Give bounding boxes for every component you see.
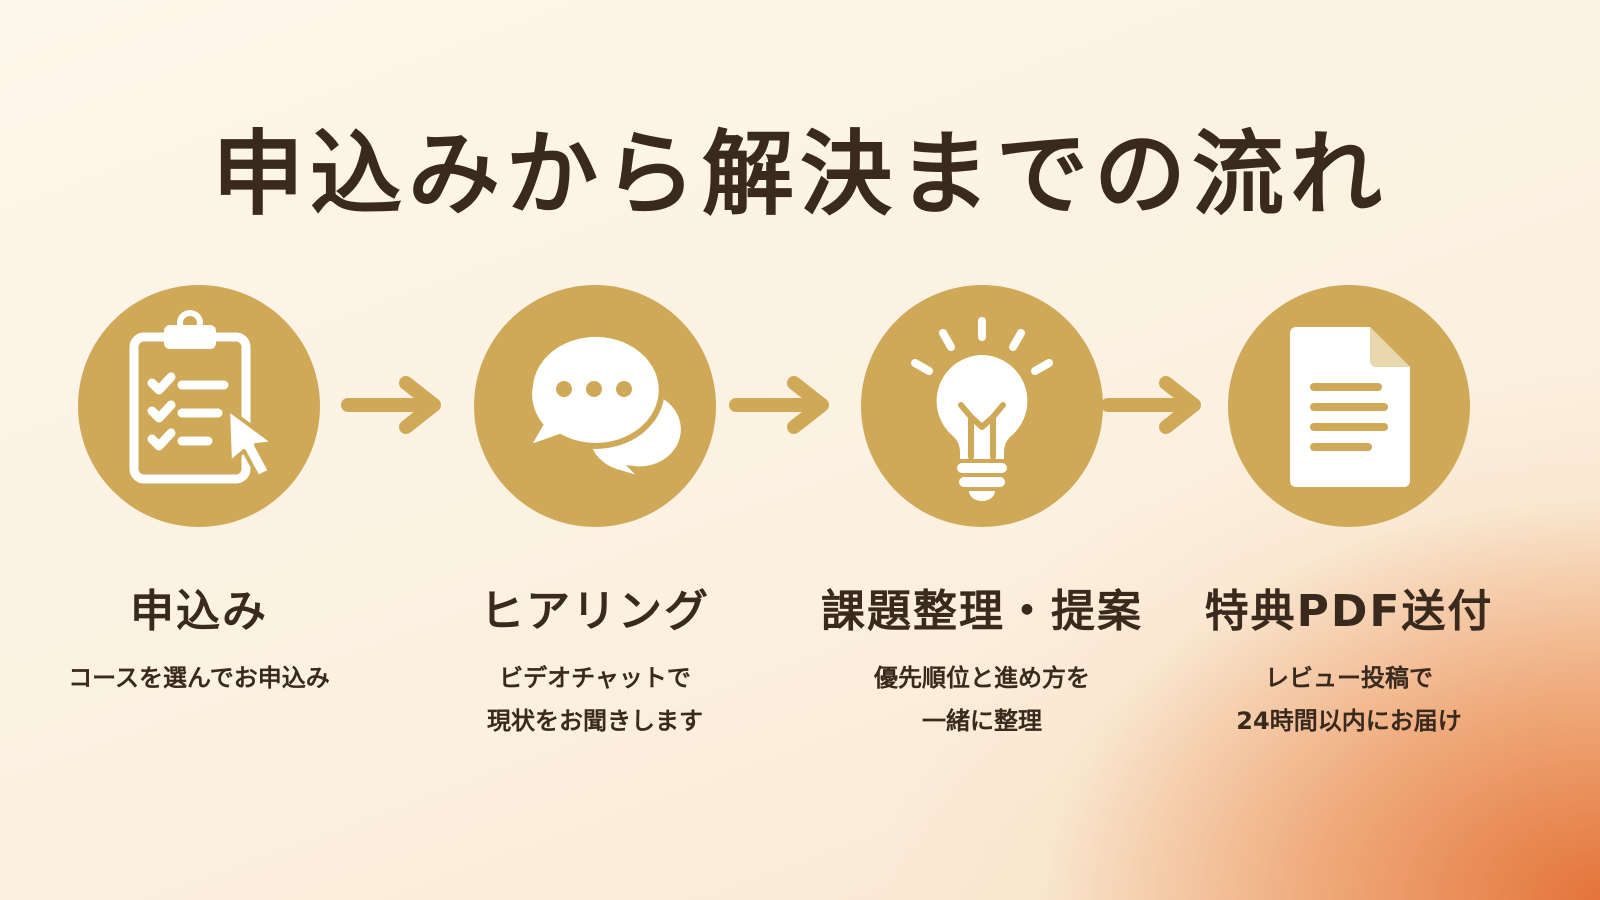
light-bulb-icon [911, 317, 1053, 501]
step-apply: 申込み コースを選んでお申込み [9, 285, 389, 700]
step-description: レビュー投稿で 24時間以内にお届け [1236, 664, 1462, 735]
step-send-pdf: 特典PDF送付 レビュー投稿で 24時間以内にお届け [1159, 285, 1539, 743]
step-label: 特典PDF送付 [1204, 586, 1494, 637]
step-label: ヒアリング [480, 586, 710, 637]
step-hearing: ヒアリング ビデオチャットで 現状をお聞きします [405, 285, 785, 743]
step-label: 申込み [130, 586, 268, 637]
step-icon-circle [1228, 285, 1470, 527]
clipboard-checklist-icon [129, 310, 276, 484]
page-title: 申込みから解決までの流れ [211, 121, 1388, 228]
document-icon [1290, 327, 1410, 487]
arrow-right-icon [729, 376, 829, 434]
step-description: ビデオチャットで 現状をお聞きします [487, 664, 703, 735]
step-description: 優先順位と進め方を 一緒に整理 [874, 664, 1090, 735]
step-label: 課題整理・提案 [821, 586, 1143, 637]
step-icon-circle [861, 285, 1103, 527]
arrow-right-icon [341, 376, 441, 434]
chat-bubbles-icon [519, 330, 687, 484]
step-icon-circle [474, 285, 716, 527]
arrow-right-icon [1101, 376, 1201, 434]
step-description: コースを選んでお申込み [68, 664, 330, 692]
step-organize-propose: 課題整理・提案 優先順位と進め方を 一緒に整理 [792, 285, 1172, 743]
step-icon-circle [78, 285, 320, 527]
